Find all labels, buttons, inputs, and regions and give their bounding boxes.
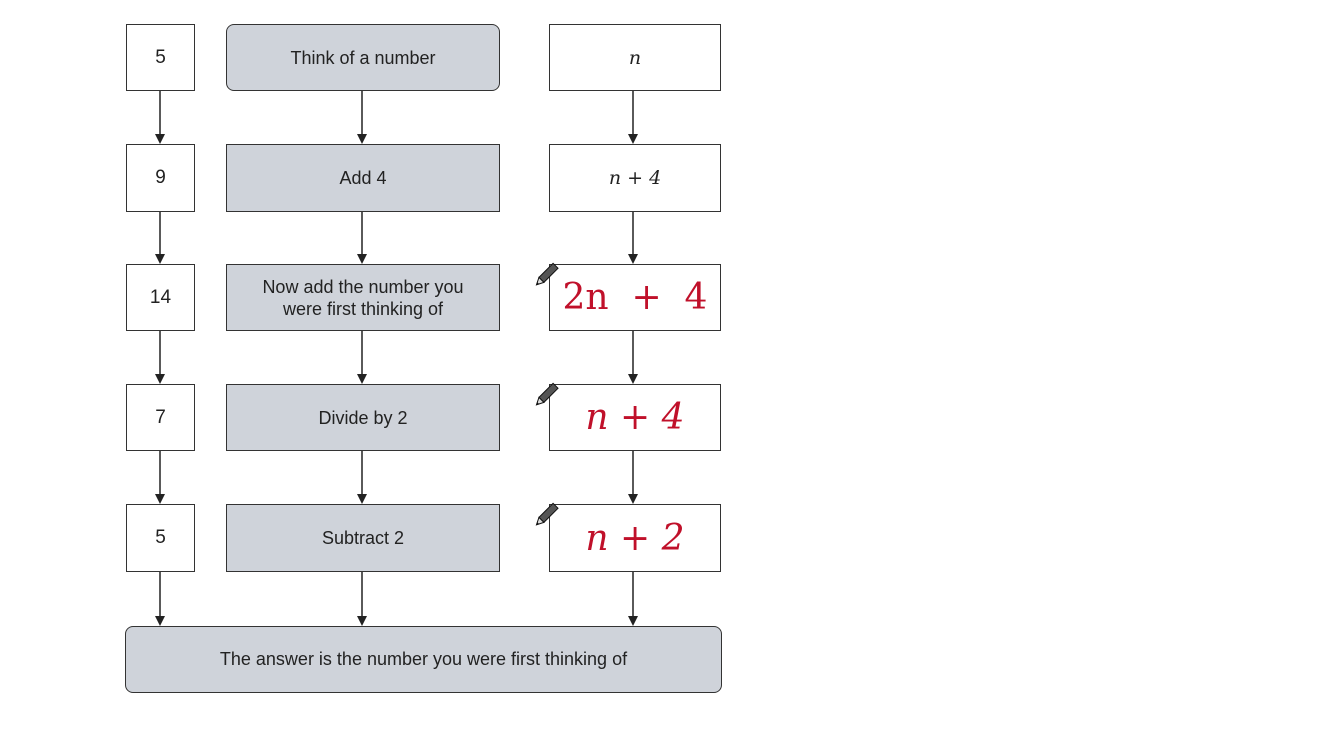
- expression-box-3: 2n + 4: [549, 264, 721, 331]
- pencil-icon: [535, 382, 559, 406]
- pencil-icon: [535, 262, 559, 286]
- expression-box-4: n + 4: [549, 384, 721, 451]
- expression-box-5: n + 2: [549, 504, 721, 572]
- value-box-3: 14: [126, 264, 195, 331]
- final-answer-box: The answer is the number you were first …: [125, 626, 722, 693]
- expression-box-1: n: [549, 24, 721, 91]
- handwritten-answer: 2n + 4: [562, 277, 708, 318]
- step-text: Subtract 2: [321, 528, 405, 548]
- value-text: 5: [155, 46, 166, 68]
- final-text: The answer is the number you were first …: [219, 649, 628, 669]
- expression-box-2: n + 4: [549, 144, 721, 212]
- value-box-4: 7: [126, 384, 195, 451]
- expression-text: n + 4: [608, 167, 662, 189]
- expression-text: n: [628, 46, 642, 69]
- value-text: 9: [155, 167, 166, 188]
- value-text: 7: [155, 406, 166, 428]
- step-text: Add 4: [339, 168, 387, 188]
- value-text: 5: [155, 527, 166, 548]
- handwritten-answer: n + 4: [585, 397, 685, 438]
- step-divide-by-2: Divide by 2: [226, 384, 500, 451]
- pencil-icon: [535, 502, 559, 526]
- value-box-5: 5: [126, 504, 195, 572]
- step-text: Now add the number you were first thinki…: [262, 276, 464, 319]
- handwritten-answer: n + 2: [585, 517, 685, 559]
- step-subtract-2: Subtract 2: [226, 504, 500, 572]
- value-box-1: 5: [126, 24, 195, 91]
- step-text: Think of a number: [290, 47, 436, 68]
- step-text: Divide by 2: [318, 407, 408, 428]
- value-text: 14: [149, 286, 172, 308]
- value-box-2: 9: [126, 144, 195, 212]
- step-add-4: Add 4: [226, 144, 500, 212]
- step-think-of-number: Think of a number: [226, 24, 500, 91]
- step-add-original: Now add the number you were first thinki…: [226, 264, 500, 331]
